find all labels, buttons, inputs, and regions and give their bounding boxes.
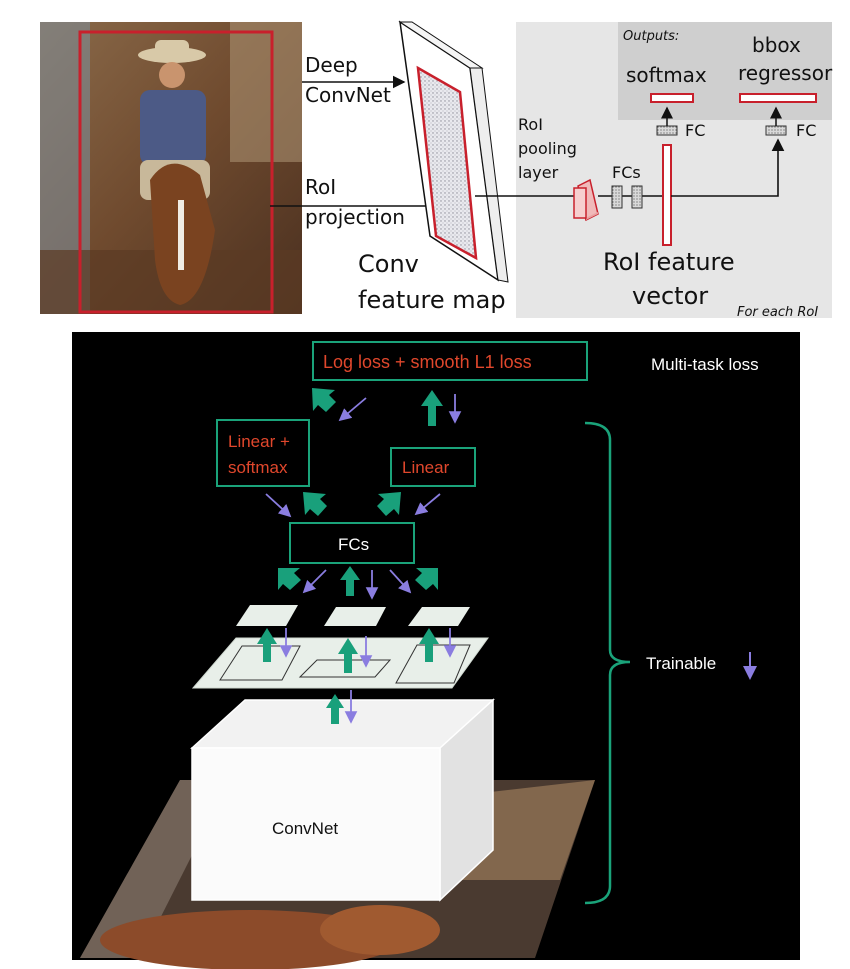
conv-feature-map — [398, 20, 509, 283]
linear-softmax-box — [216, 419, 310, 487]
outputs-panel — [618, 22, 832, 120]
pooled-roi-2 — [324, 607, 386, 626]
forward-arrow-roi-2 — [338, 638, 358, 673]
backward-arrow-fc-1 — [302, 569, 327, 594]
top-diagram: Deep ConvNet RoI projection Conv feature… — [40, 20, 833, 320]
roi-bounding-box — [78, 30, 274, 314]
roi-2-region — [298, 659, 392, 678]
forward-arrow-fc-softmax — [303, 492, 327, 516]
outputs-label: Outputs: — [623, 29, 679, 44]
convnet-block — [190, 698, 495, 902]
bottom-diagram: ConvNet FCs Linear + softmax Linear Log … — [72, 332, 800, 969]
for-each-roi-label: For each RoI — [737, 305, 818, 320]
pooled-roi-1 — [236, 605, 298, 626]
softmax-label: softmax — [626, 63, 707, 87]
forward-arrow-roi-3 — [419, 628, 439, 662]
pooled-roi-3 — [408, 607, 470, 626]
forward-arrow-fc-linear — [377, 492, 401, 516]
backward-arrow-fc-3 — [389, 569, 412, 594]
forward-arrow-roi-1 — [257, 628, 277, 662]
trainable-bracket — [584, 421, 631, 905]
roi-projection-label: RoI projection — [305, 175, 405, 229]
linear-label: Linear — [402, 458, 450, 477]
backward-arrow-loss-softmax — [338, 397, 367, 422]
forward-arrow-convnet — [326, 694, 344, 724]
conv-feature-map-label: Conv feature map — [358, 250, 506, 314]
trainable-label: Trainable — [646, 654, 716, 673]
bbox-regressor-label: bbox regressor — [738, 33, 833, 85]
roi-feature-vector — [662, 144, 672, 246]
forward-arrow-pool-3 — [415, 568, 438, 590]
fcs-label-top: FCs — [612, 163, 641, 182]
roi-1-region — [219, 645, 301, 681]
fc-bbox — [765, 125, 787, 136]
loss-label: Log loss + smooth L1 loss — [323, 352, 532, 372]
forward-arrow-pool-2 — [340, 566, 360, 596]
forward-arrows — [257, 388, 443, 724]
backward-arrow-linear-fc — [414, 493, 441, 516]
convnet-label: ConvNet — [272, 819, 338, 838]
fc-block-2 — [631, 185, 643, 209]
multitask-loss-label: Multi-task loss — [651, 355, 759, 374]
fcs-box — [289, 522, 415, 564]
loss-box — [312, 341, 588, 381]
input-photo — [40, 22, 302, 314]
fc-softmax — [656, 125, 678, 136]
fc-bbox-label: FC — [796, 121, 816, 140]
backward-arrows — [265, 394, 462, 724]
forward-arrow-softmax-loss — [312, 388, 336, 412]
softmax-output — [650, 93, 694, 103]
roi-pooling-layer-label: RoI pooling layer — [518, 115, 582, 182]
bbox-output — [739, 93, 817, 103]
linear-softmax-label: Linear + softmax — [228, 432, 295, 477]
fcs-label: FCs — [338, 535, 369, 554]
forward-arrow-linear-loss — [421, 390, 443, 426]
linear-box — [390, 447, 476, 487]
forward-arrow-pool-1 — [278, 568, 301, 590]
fc-block-1 — [611, 185, 623, 209]
backward-arrow-softmax-fc — [265, 493, 292, 518]
roi-3-region — [395, 644, 471, 684]
deep-convnet-label: Deep ConvNet — [305, 53, 391, 107]
roi-pooled-feature — [573, 178, 599, 222]
fc-softmax-label: FC — [685, 121, 705, 140]
feature-to-bbox-line — [671, 138, 785, 197]
roi-feature-vector-label: RoI feature vector — [603, 248, 742, 310]
